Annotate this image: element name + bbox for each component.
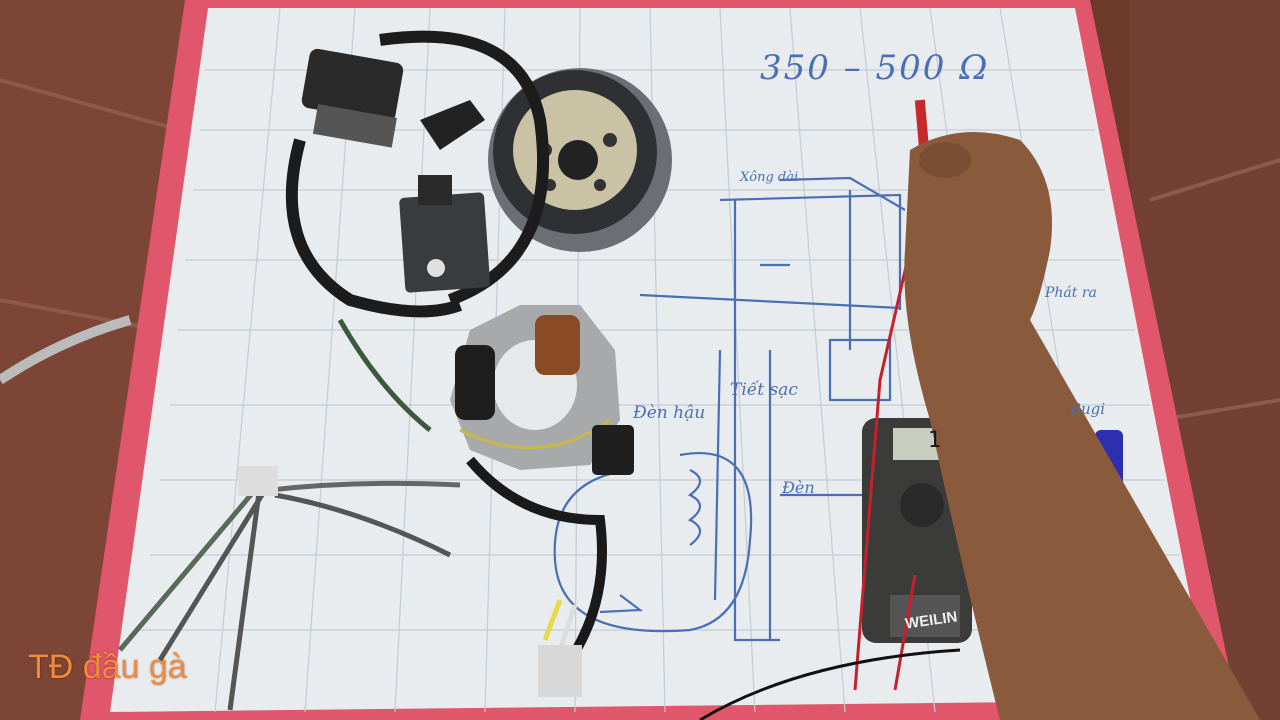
ignition-coil: [285, 30, 549, 318]
person-hand-arm: [904, 132, 1260, 720]
red-probe-tip: [914, 99, 930, 151]
note-bugi: Bugi: [1070, 400, 1106, 418]
black-probe-lead: [699, 648, 961, 720]
note-xong-dai: Xông dài: [740, 170, 799, 185]
connector-white-2: [538, 645, 582, 697]
note-resistance: 350 – 500 Ω: [760, 48, 990, 88]
stator-plate: [450, 305, 634, 475]
meter-display: 1: [927, 428, 941, 453]
channel-watermark: TĐ đầu gà: [28, 648, 187, 686]
connector-white: [238, 466, 278, 496]
note-den-ho: Đèn hậu: [633, 403, 706, 423]
wire-harness: [118, 318, 607, 711]
note-tiet-sac: Tiết sạc: [730, 380, 798, 400]
note-den: Đèn: [782, 478, 815, 497]
note-phat-ra: Phát ra: [1045, 285, 1097, 301]
red-probe-lead-2: [893, 574, 917, 691]
flywheel-rotor: [488, 68, 672, 252]
cdi-box: [399, 175, 491, 293]
